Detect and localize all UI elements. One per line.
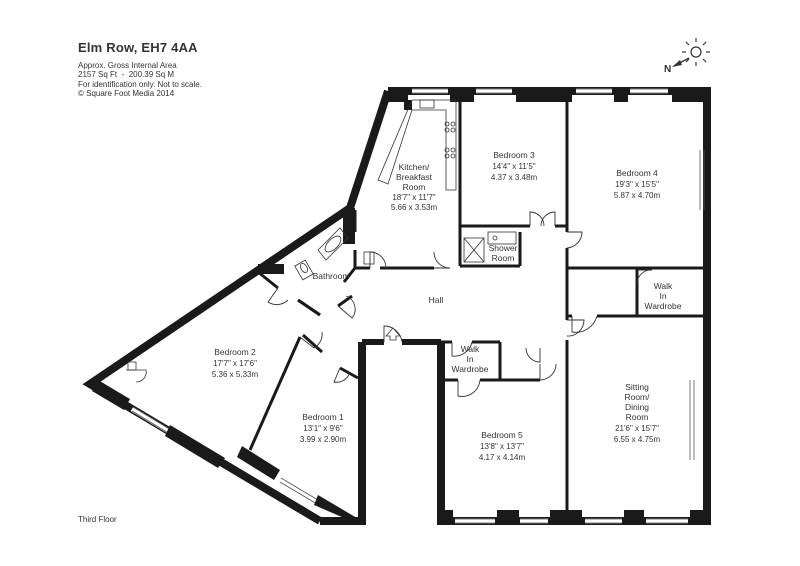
sitting-name-3: Dining	[625, 402, 649, 412]
room-sitting-dining: Sitting Room/ Dining Room 21'6" x 15'7" …	[614, 382, 661, 444]
north-label: N	[664, 64, 671, 75]
area-label: Approx. Gross Internal Area	[78, 61, 177, 70]
room-kitchen: Kitchen/ Breakfast Room 18'7" x 11'7" 5.…	[391, 162, 438, 212]
room-bedroom3: Bedroom 3 14'4" x 11'5" 4.37 x 3.48m	[491, 150, 538, 182]
room-bedroom1: Bedroom 1 13'1" x 9'6" 3.99 x 2.90m	[300, 412, 347, 444]
plan-meta: Approx. Gross Internal Area 2157 Sq Ft -…	[78, 61, 202, 99]
sitting-name-4: Room	[626, 412, 649, 422]
floor-label: Third Floor	[78, 515, 117, 524]
bedroom3-name: Bedroom 3	[493, 150, 535, 160]
kitchen-name-3: Room	[403, 182, 426, 192]
entrance-arrow-icon	[385, 327, 401, 341]
bathroom-name: Bathroom	[313, 271, 350, 281]
kitchen-name-2: Breakfast	[396, 172, 433, 182]
windows	[130, 88, 688, 524]
walkin1-name-3: Wardrobe	[644, 301, 681, 311]
bedroom2-imperial: 17'7" x 17'6"	[213, 359, 257, 368]
kitchen-name-1: Kitchen/	[399, 162, 430, 172]
compass: N	[664, 38, 710, 75]
shower-name-2: Room	[492, 253, 515, 263]
kitchen-metric: 5.66 x 3.53m	[391, 203, 438, 212]
floor-area	[90, 91, 707, 521]
bedroom5-name: Bedroom 5	[481, 430, 523, 440]
bedroom3-metric: 4.37 x 3.48m	[491, 173, 538, 182]
internal-walls	[248, 94, 704, 521]
bedroom2-fitting	[126, 361, 147, 383]
shower-fittings	[463, 231, 517, 263]
walkin2-name-2: In	[466, 354, 473, 364]
bedroom1-imperial: 13'1" x 9'6"	[303, 424, 343, 433]
plan-header: Elm Row, EH7 4AA Approx. Gross Internal …	[78, 40, 202, 99]
bedroom5-metric: 4.17 x 4.14m	[479, 453, 526, 462]
side-windows	[689, 150, 705, 460]
room-walkin-wardrobe-2: Walk In Wardrobe	[451, 344, 488, 374]
walkin2-name-3: Wardrobe	[451, 364, 488, 374]
sitting-metric: 6.55 x 4.75m	[614, 435, 661, 444]
window-frames	[131, 88, 688, 524]
wall-blocks	[92, 88, 710, 524]
bedroom5-imperial: 13'8" x 13'7"	[480, 442, 524, 451]
copyright: © Square Foot Media 2014	[78, 89, 175, 99]
bedroom2-metric: 5.36 x 5.33m	[212, 370, 259, 379]
disclaimer: For identification only. Not to scale.	[78, 79, 202, 89]
room-bedroom5: Bedroom 5 13'8" x 13'7" 4.17 x 4.14m	[479, 430, 526, 462]
walkin1-name-2: In	[659, 291, 666, 301]
kitchen-fittings	[377, 99, 457, 191]
hall-name: Hall	[429, 295, 444, 305]
room-bedroom2: Bedroom 2 17'7" x 17'6" 5.36 x 5.33m	[212, 347, 259, 379]
bedroom4-name: Bedroom 4	[616, 168, 658, 178]
walkin1-name-1: Walk	[654, 281, 673, 291]
shower-name-1: Shower	[489, 243, 518, 253]
bedroom1-name: Bedroom 1	[302, 412, 344, 422]
room-bedroom4: Bedroom 4 19'3" x 15'5" 5.87 x 4.70m	[614, 168, 661, 200]
room-shower: Shower Room	[489, 243, 518, 263]
sitting-name-2: Room/	[624, 392, 650, 402]
bedroom2-name: Bedroom 2	[214, 347, 256, 357]
bathroom-fittings	[294, 227, 375, 281]
bedroom3-imperial: 14'4" x 11'5"	[492, 162, 535, 171]
room-walkin-wardrobe-1: Walk In Wardrobe	[644, 281, 681, 311]
sitting-imperial: 21'6" x 15'7"	[615, 424, 659, 433]
area-value: 2157 Sq Ft - 200.39 Sq M	[78, 70, 175, 80]
room-bathroom: Bathroom	[313, 271, 350, 281]
bedroom4-metric: 5.87 x 4.70m	[614, 191, 661, 200]
sun-icon	[682, 38, 710, 66]
north-arrow-icon	[672, 57, 690, 67]
bedroom4-imperial: 19'3" x 15'5"	[615, 180, 659, 189]
property-title: Elm Row, EH7 4AA	[78, 40, 198, 55]
kitchen-imperial: 18'7" x 11'7"	[392, 193, 435, 202]
bedroom1-metric: 3.99 x 2.90m	[300, 435, 347, 444]
room-hall: Hall	[429, 295, 444, 305]
sitting-name-1: Sitting	[625, 382, 649, 392]
walkin2-name-1: Walk	[461, 344, 480, 354]
